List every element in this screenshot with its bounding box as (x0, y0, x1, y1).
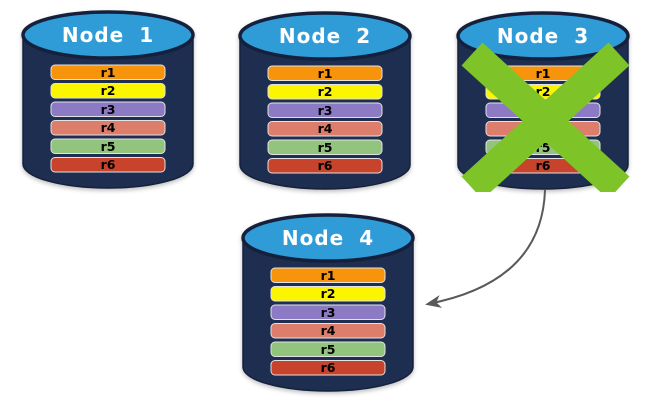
replica-rows: r1 r2 r3 r4 r5 r6 (270, 267, 386, 376)
row-bar-r2 (50, 83, 166, 99)
row-bar-r3 (50, 101, 166, 117)
replica-rows: r1 r2 r3 r4 r5 r6 (50, 64, 166, 173)
row-bar-r3 (270, 304, 386, 320)
row-label-r1: r1 (321, 268, 336, 283)
row-label-r6: r6 (318, 158, 333, 173)
row-label-r1: r1 (318, 66, 333, 81)
row-label-r5: r5 (101, 139, 116, 154)
row-label-r3: r3 (321, 305, 336, 320)
row-label-r2: r2 (101, 83, 116, 98)
row-label-r3: r3 (318, 103, 333, 118)
node-label: Node 2 (279, 24, 371, 48)
row-label-r4: r4 (318, 121, 333, 136)
row-label-r6: r6 (101, 157, 116, 172)
cylinder-top (456, 11, 630, 61)
row-bar-r2 (270, 286, 386, 302)
row-label-r5: r5 (321, 342, 336, 357)
row-label-r4: r4 (321, 323, 336, 338)
row-label-r1: r1 (536, 66, 551, 81)
row-label-r2: r2 (321, 286, 336, 301)
cylinder-top (241, 213, 415, 263)
row-label-r6: r6 (536, 158, 551, 173)
node-label: Node 1 (62, 23, 154, 47)
cylinder-top (238, 11, 412, 61)
row-bar-r5 (267, 139, 383, 155)
node-4-cylinder: Node 4 r1 r2 r3 r4 r5 r6 (240, 212, 416, 394)
row-bar-r6 (267, 158, 383, 174)
row-label-r2: r2 (318, 84, 333, 99)
row-label-r4: r4 (101, 120, 116, 135)
row-bar-r1 (267, 65, 383, 81)
row-bar-r3 (267, 102, 383, 118)
node-label: Node 3 (497, 24, 589, 48)
replica-rows: r1 r2 r3 r4 r5 r6 (267, 65, 383, 174)
row-bar-r5 (270, 341, 386, 357)
node-label: Node 4 (282, 226, 374, 250)
row-bar-r4 (267, 121, 383, 137)
row-label-r5: r5 (318, 140, 333, 155)
row-label-r6: r6 (321, 360, 336, 375)
row-bar-r6 (270, 360, 386, 376)
row-label-r1: r1 (101, 65, 116, 80)
node-3-cylinder: Node 3 r1 r2 r3 r4 r5 r6 (455, 10, 631, 192)
node-2-cylinder: Node 2 r1 r2 r3 r4 r5 r6 (237, 10, 413, 192)
row-bar-r4 (270, 323, 386, 339)
arrow-curve (425, 189, 546, 308)
cylinder-top (21, 10, 195, 60)
row-bar-r5 (50, 138, 166, 154)
row-label-r3: r3 (101, 102, 116, 117)
x-stroke-2 (461, 42, 630, 192)
row-bar-r6 (50, 157, 166, 173)
node-1-cylinder: Node 1 r1 r2 r3 r4 r5 r6 (20, 9, 196, 191)
row-bar-r1 (50, 64, 166, 80)
x-mark-icon (461, 42, 630, 192)
row-bar-r4 (50, 120, 166, 136)
row-bar-r2 (267, 84, 383, 100)
row-bar-r1 (270, 267, 386, 283)
